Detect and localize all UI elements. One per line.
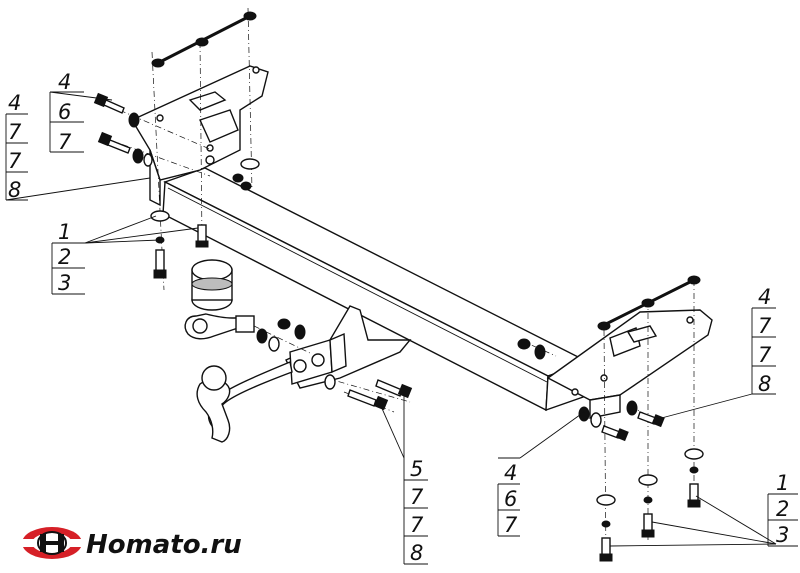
callout-label: 1 (776, 471, 789, 495)
callout-label: 7 (8, 149, 22, 173)
callout-label: 7 (410, 485, 424, 509)
callout-label: 7 (758, 314, 772, 338)
top-retaining-plate-left (151, 11, 257, 68)
callout-label: 3 (58, 271, 71, 295)
callout-label: 7 (410, 513, 424, 537)
callout-label: 7 (58, 130, 72, 154)
callout-label: 3 (776, 523, 789, 547)
callout-label: 7 (504, 513, 518, 537)
callout-label: 7 (8, 120, 22, 144)
callout-left-bottom-group: 1 2 3 (51, 220, 85, 295)
callout-label: 4 (58, 70, 71, 94)
callout-right-bottom-group: 1 2 3 (767, 471, 798, 547)
ball-mount-fasteners (256, 318, 413, 411)
top-retaining-plate-right (597, 275, 701, 331)
ball-mount (196, 305, 412, 443)
callout-label: 8 (758, 372, 771, 396)
callout-label: 7 (758, 343, 772, 367)
electrical-socket (184, 259, 255, 340)
callout-label: 6 (58, 100, 71, 124)
callout-label: 4 (504, 461, 517, 485)
callout-right-bracket-group: 4 7 7 8 (751, 285, 776, 396)
callout-mid-bottom-group: 4 6 7 (497, 457, 520, 537)
callout-label: 6 (504, 487, 517, 511)
homato-logo-icon (22, 527, 82, 559)
callout-label: 1 (58, 220, 71, 244)
callout-label: 5 (410, 457, 423, 481)
callout-left-bracket-group: 4 7 7 8 (5, 91, 28, 202)
left-mounting-bracket (130, 65, 269, 207)
callout-label: 8 (8, 178, 21, 202)
callout-top-left-bolt: 4 6 7 (49, 70, 84, 154)
callout-ball-mount-group: 5 7 7 8 (403, 457, 428, 565)
callout-label: 4 (8, 91, 21, 115)
callout-label: 2 (776, 497, 789, 521)
callout-label: 4 (758, 285, 771, 309)
brand-name: Homato.ru (86, 530, 242, 560)
right-fasteners (517, 338, 704, 562)
callout-label: 8 (410, 541, 423, 565)
left-fasteners (93, 92, 260, 279)
callout-label: 2 (58, 245, 71, 269)
right-mounting-bracket (546, 309, 713, 419)
leader-lines (5, 91, 777, 547)
